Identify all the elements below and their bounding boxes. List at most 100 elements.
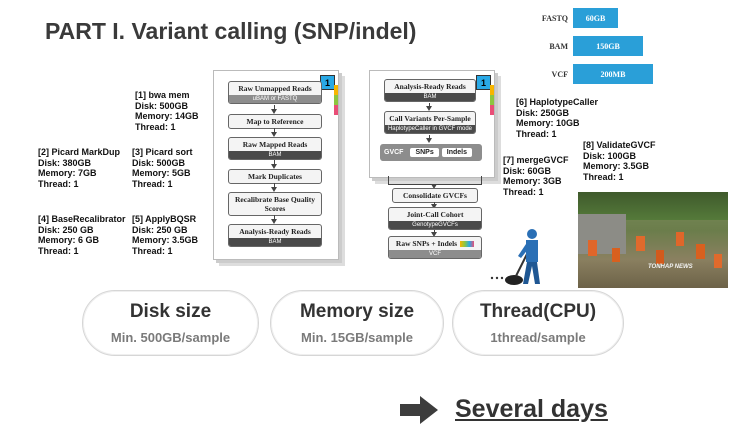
flow-box-label: Mark Duplicates xyxy=(248,172,302,181)
flow-box-label: Map to Reference xyxy=(246,117,304,126)
flow-connector xyxy=(274,160,275,165)
size-bar-bam: 150GB xyxy=(573,36,643,56)
step-memory: Memory: 3.5GB xyxy=(132,235,199,245)
photo-worker xyxy=(588,240,597,256)
photo-worker xyxy=(612,248,620,262)
pill-thread-cpu: Thread(CPU) 1thread/sample xyxy=(452,290,624,356)
step-memory: Memory: 14GB xyxy=(135,111,199,121)
size-label-vcf: VCF xyxy=(551,70,568,79)
step-memory: Memory: 7GB xyxy=(38,168,97,178)
pill-value: Min. 500GB/sample xyxy=(110,330,231,345)
step-thread: Thread: 1 xyxy=(583,171,624,182)
flow-box-label: Raw Unmapped Reads xyxy=(238,84,312,93)
arrow-down-icon xyxy=(271,132,277,137)
photo-worker xyxy=(676,232,684,246)
step-markdup: [2] Picard MarkDup Disk: 380GB Memory: 7… xyxy=(38,147,120,189)
flow-connector xyxy=(429,135,430,139)
step-haplotypecaller: [6] HaplotypeCaller Disk: 250GB Memory: … xyxy=(516,97,598,139)
flow-box-raw-mapped: Raw Mapped Reads BAM xyxy=(228,137,322,160)
flow-box-sub: BAM xyxy=(385,93,475,101)
flow-connector xyxy=(434,202,435,205)
flow-box-joint-call: Joint-Call Cohort GenotypeGVCFs xyxy=(388,207,482,230)
flow-box-label: Raw Mapped Reads xyxy=(242,140,308,149)
flow-box-call-variants: Call Variants Per-Sample HaplotypeCaller… xyxy=(384,111,476,134)
gvcf-output: GVCF SNPs Indels xyxy=(380,144,482,161)
badge-icon: 1 xyxy=(476,75,491,90)
gvcf-indels: Indels xyxy=(441,148,472,157)
workers-photo: TONHAP NEWS xyxy=(578,192,728,288)
step-thread: Thread: 1 xyxy=(38,245,79,256)
flow-box-label: Call Variants Per-Sample xyxy=(389,114,471,123)
flow-connector xyxy=(274,215,275,220)
flow-box-label: Raw SNPs + Indels xyxy=(395,239,458,248)
step-thread: Thread: 1 xyxy=(132,245,173,256)
step-thread: Thread: 1 xyxy=(132,178,173,189)
step-memory: Memory: 10GB xyxy=(516,118,580,128)
arrow-down-icon xyxy=(271,187,277,192)
flow-connector xyxy=(274,128,275,133)
step-memory: Memory: 3.5GB xyxy=(583,161,650,171)
flow-box-analysis-ready-input: Analysis-Ready Reads BAM xyxy=(384,79,476,102)
step-disk: Disk: 500GB xyxy=(132,157,186,168)
arrow-down-icon xyxy=(426,106,432,111)
photo-watermark: TONHAP NEWS xyxy=(648,264,693,270)
photo-worker xyxy=(656,250,664,264)
flow-box-label: Joint-Call Cohort xyxy=(406,210,464,219)
step-bwa: [1] bwa mem Disk: 500GB Memory: 14GB Thr… xyxy=(135,90,199,132)
step-memory: Memory: 5GB xyxy=(132,168,191,178)
step-thread: Thread: 1 xyxy=(135,121,176,132)
size-bar-vcf: 200MB xyxy=(573,64,653,84)
flow-box-sub: VCF xyxy=(389,250,481,258)
flow-box-map: Map to Reference xyxy=(228,114,322,129)
step-disk: Disk: 100GB xyxy=(583,150,637,161)
flow-box-sub: GenotypeGVCFs xyxy=(389,221,481,229)
flow-connector xyxy=(429,103,430,107)
size-label-bam: BAM xyxy=(549,42,568,51)
pill-heading: Disk size xyxy=(129,301,212,322)
arrow-down-icon xyxy=(431,204,437,209)
pill-heading: Thread(CPU) xyxy=(479,301,597,322)
conclusion-text: Several days xyxy=(455,395,608,423)
worker-shoveling-icon xyxy=(490,229,540,285)
step-validategvcf: [8] ValidateGVCF Disk: 100GB Memory: 3.5… xyxy=(583,140,656,182)
flow-connector xyxy=(274,183,275,188)
arrow-down-icon xyxy=(271,164,277,169)
flow-box-raw-unmapped: Raw Unmapped Reads uBAM or FASTQ xyxy=(228,81,322,104)
photo-house xyxy=(578,214,626,254)
step-thread: Thread: 1 xyxy=(38,178,79,189)
arrow-down-icon xyxy=(431,232,437,237)
flow-box-mark-duplicates: Mark Duplicates xyxy=(228,169,322,184)
step-disk: Disk: 380GB xyxy=(38,157,92,168)
step-name: [7] mergeGVCF xyxy=(503,155,569,165)
step-bqsr: [5] ApplyBQSR Disk: 250 GB Memory: 3.5GB… xyxy=(132,214,198,256)
flow-box-label: Analysis-Ready Reads xyxy=(394,82,466,91)
flow-box-analysis-ready: Analysis-Ready Reads BAM xyxy=(228,224,322,247)
step-name: [8] ValidateGVCF xyxy=(583,140,656,150)
flow-box-recalibrate: Recalibrate Base Quality Scores xyxy=(228,192,322,216)
step-name: [3] Picard sort xyxy=(132,147,193,157)
step-disk: Disk: 60GB xyxy=(503,165,552,176)
step-disk: Disk: 250 GB xyxy=(132,224,188,235)
arrow-right-icon xyxy=(400,396,438,424)
pill-memory-size: Memory size Min. 15GB/sample xyxy=(270,290,444,356)
step-name: [1] bwa mem xyxy=(135,90,190,100)
arrow-down-icon xyxy=(271,109,277,114)
flow-box-sub: BAM xyxy=(229,151,321,159)
step-name: [6] HaplotypeCaller xyxy=(516,97,599,107)
flow-box-label: Consolidate GVCFs xyxy=(403,191,467,200)
flow-box-label-row: Raw SNPs + Indels xyxy=(389,237,481,250)
step-disk: Disk: 250 GB xyxy=(38,224,94,235)
arrow-down-icon xyxy=(431,184,437,189)
pill-heading: Memory size xyxy=(299,301,415,322)
flow-box-label: Analysis-Ready Reads xyxy=(239,227,311,236)
pill-value: 1thread/sample xyxy=(490,330,586,345)
gvcf-label: GVCF xyxy=(384,149,404,156)
page-title: PART I. Variant calling (SNP/indel) xyxy=(45,18,417,44)
stripe-icon xyxy=(490,85,494,115)
step-sort: [3] Picard sort Disk: 500GB Memory: 5GB … xyxy=(132,147,193,189)
step-name: [5] ApplyBQSR xyxy=(132,214,197,224)
step-name: [4] BaseRecalibrator xyxy=(38,214,126,224)
step-recal: [4] BaseRecalibrator Disk: 250 GB Memory… xyxy=(38,214,126,256)
flow-box-sub: uBAM or FASTQ xyxy=(229,95,321,103)
step-memory: Memory: 6 GB xyxy=(38,235,100,245)
